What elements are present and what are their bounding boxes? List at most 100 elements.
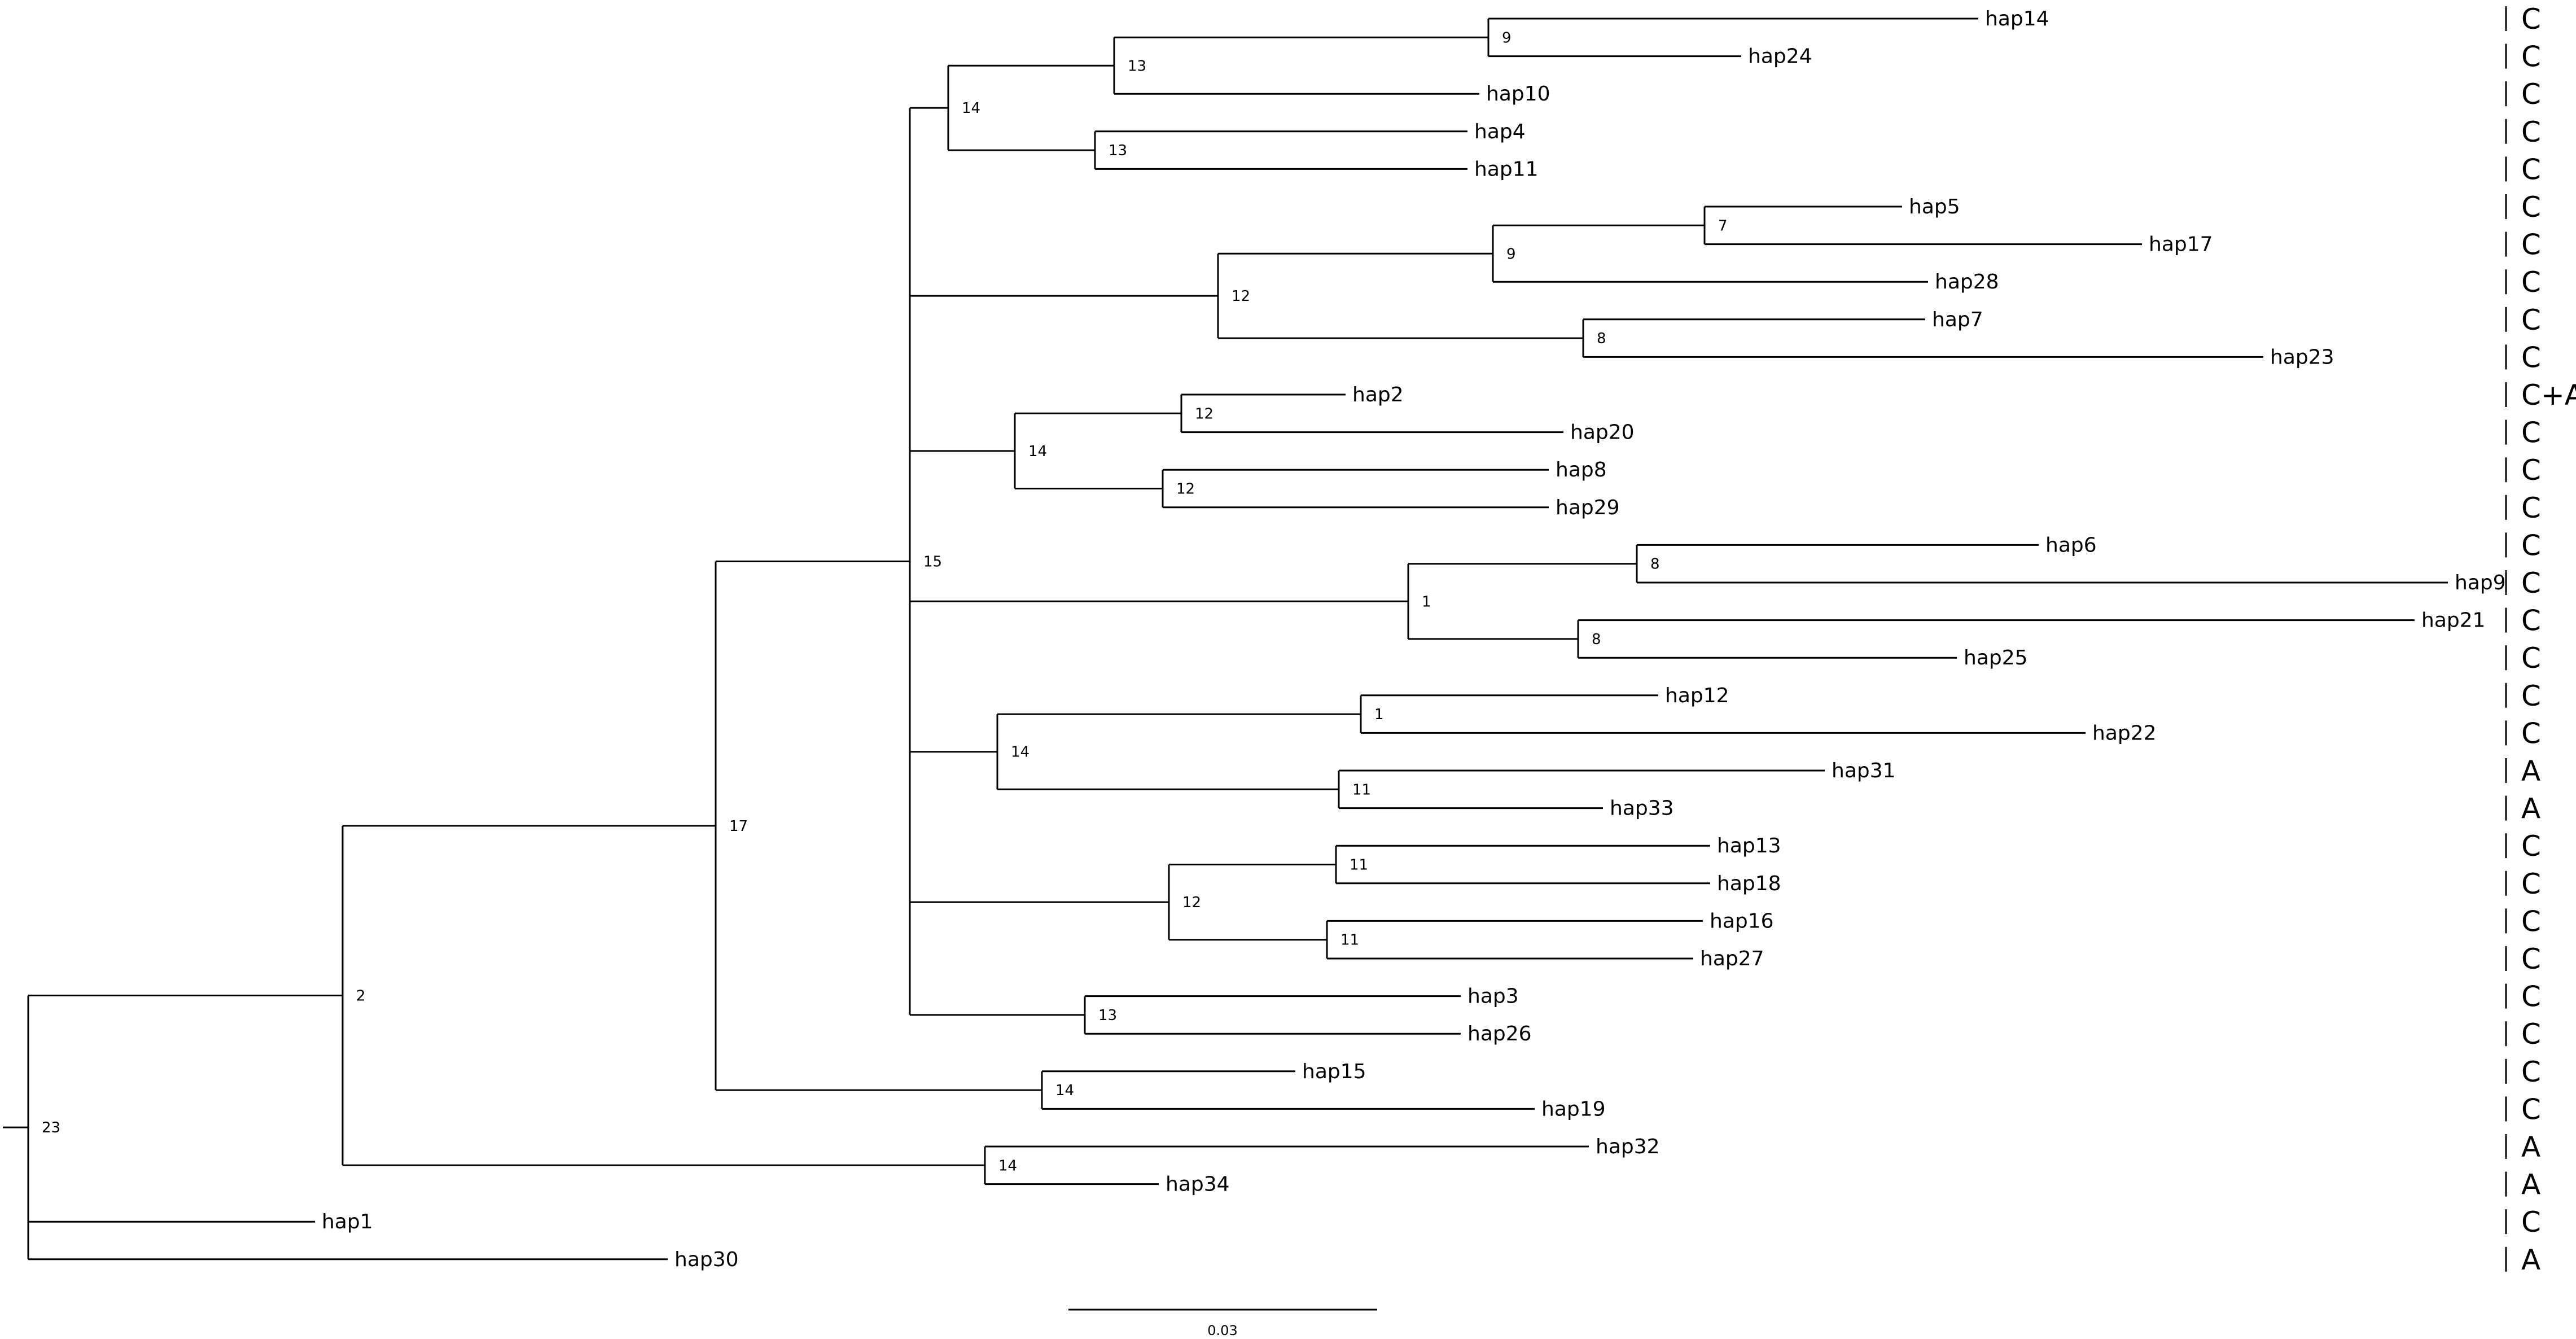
group-label-hap1: C [2521,1206,2541,1239]
support-label-n14a: 14 [962,100,980,117]
support-label-n8c: 8 [1592,631,1601,648]
support-label-n12d: 12 [1182,894,1201,911]
support-label-n14c: 14 [1011,744,1029,761]
group-label-hap3: C [2521,981,2541,1013]
group-label-hap16: C [2521,905,2541,938]
leaf-label-hap31: hap31 [1832,759,1896,782]
group-label-hap24: C [2521,41,2541,73]
group-label-hap19: C [2521,1093,2541,1126]
leaf-label-hap18: hap18 [1717,872,1781,895]
scale-bar-label: 0.03 [1207,1323,1237,1338]
leaf-label-hap10: hap10 [1486,82,1550,106]
group-label-hap18: C [2521,868,2541,900]
leaf-label-hap29: hap29 [1556,496,1620,519]
group-label-hap6: C [2521,529,2541,562]
support-label-n14d: 14 [1055,1082,1074,1099]
leaf-label-hap15: hap15 [1302,1060,1366,1083]
group-label-hap26: C [2521,1018,2541,1051]
leaf-label-hap34: hap34 [1166,1173,1230,1196]
leaf-label-hap28: hap28 [1935,270,1999,294]
leaf-label-hap16: hap16 [1710,909,1774,933]
group-label-hap31: A [2521,755,2540,787]
group-label-hap13: C [2521,830,2541,863]
support-label-n12c: 12 [1176,481,1195,498]
leaf-label-hap33: hap33 [1610,797,1674,820]
group-label-hap33: A [2521,793,2540,825]
support-label-n14e: 14 [998,1157,1017,1174]
support-label-n11b: 11 [1350,857,1368,874]
tree-branches [3,17,2448,1261]
leaf-label-hap24: hap24 [1748,45,1812,68]
group-label-hap4: C [2521,116,2541,148]
leaf-label-hap19: hap19 [1541,1097,1606,1121]
group-label-hap7: C [2521,304,2541,336]
leaf-label-hap5: hap5 [1909,195,1960,218]
support-label-n23: 23 [42,1119,60,1136]
leaf-label-hap8: hap8 [1556,458,1607,482]
group-label-hap14: C [2521,3,2541,36]
leaf-label-hap13: hap13 [1717,834,1781,857]
leaf-label-hap9: hap9 [2455,571,2506,594]
support-label-n13b: 13 [1109,142,1127,159]
leaf-label-hap20: hap20 [1570,421,1635,444]
leaf-label-hap4: hap4 [1474,120,1526,143]
group-label-hap5: C [2521,191,2541,224]
leaf-label-hap25: hap25 [1964,646,2028,670]
support-label-n11a: 11 [1352,781,1371,798]
group-label-hap28: C [2521,266,2541,299]
leaf-label-hap32: hap32 [1596,1135,1660,1158]
leaf-label-hap3: hap3 [1467,985,1519,1008]
support-label-n13c: 13 [1098,1007,1117,1024]
leaf-label-hap14: hap14 [1985,7,2049,30]
leaf-label-hap2: hap2 [1352,383,1404,406]
support-label-n7: 7 [1718,217,1728,234]
support-label-n12a: 12 [1232,288,1250,305]
support-label-n9b: 9 [1506,246,1516,262]
leaf-label-hap30: hap30 [674,1248,739,1271]
leaf-label-hap21: hap21 [2421,609,2486,632]
support-label-n1a: 1 [1422,593,1431,610]
scale-bar: 0.03 [1068,1309,1377,1338]
group-label-hap20: C [2521,417,2541,449]
support-label-n12b: 12 [1195,405,1213,422]
support-label-n13a: 13 [1128,58,1146,75]
group-label-hap11: C [2521,153,2541,186]
group-label-hap8: C [2521,454,2541,487]
support-label-n2: 2 [356,988,366,1005]
group-label-hap22: C [2521,717,2541,750]
support-label-n1b: 1 [1374,706,1384,723]
leaf-label-hap6: hap6 [2045,533,2097,557]
group-label-hap15: C [2521,1056,2541,1088]
leaf-labels: hap14hap24hap10hap4hap11hap5hap17hap28ha… [322,7,2506,1271]
support-label-n15: 15 [923,554,942,571]
group-label-hap32: A [2521,1131,2540,1163]
leaf-label-hap26: hap26 [1467,1022,1532,1045]
group-label-hap17: C [2521,229,2541,261]
support-label-n14b: 14 [1028,443,1047,460]
support-label-n8b: 8 [1650,556,1660,573]
group-label-hap12: C [2521,680,2541,712]
leaf-label-hap22: hap22 [2092,721,2157,745]
group-label-hap27: C [2521,943,2541,975]
group-label-hap23: C [2521,341,2541,374]
leaf-label-hap17: hap17 [2149,233,2213,256]
group-label-hap2: C+A [2521,379,2576,412]
support-label-n11c: 11 [1340,932,1359,949]
support-label-n8a: 8 [1597,330,1606,347]
leaf-label-hap7: hap7 [1932,308,1983,331]
group-label-hap10: C [2521,78,2541,111]
leaf-label-hap23: hap23 [2270,345,2334,369]
group-label-hap34: A [2521,1169,2540,1201]
group-label-hap25: C [2521,642,2541,675]
group-label-hap9: C [2521,567,2541,600]
leaf-label-hap1: hap1 [322,1210,373,1233]
group-label-hap21: C [2521,605,2541,637]
leaf-label-hap27: hap27 [1700,947,1764,970]
support-label-n17: 17 [729,818,748,835]
leaf-label-hap11: hap11 [1474,157,1539,181]
group-label-hap29: C [2521,492,2541,524]
leaf-label-hap12: hap12 [1665,684,1729,707]
support-label-n9a: 9 [1502,29,1512,46]
